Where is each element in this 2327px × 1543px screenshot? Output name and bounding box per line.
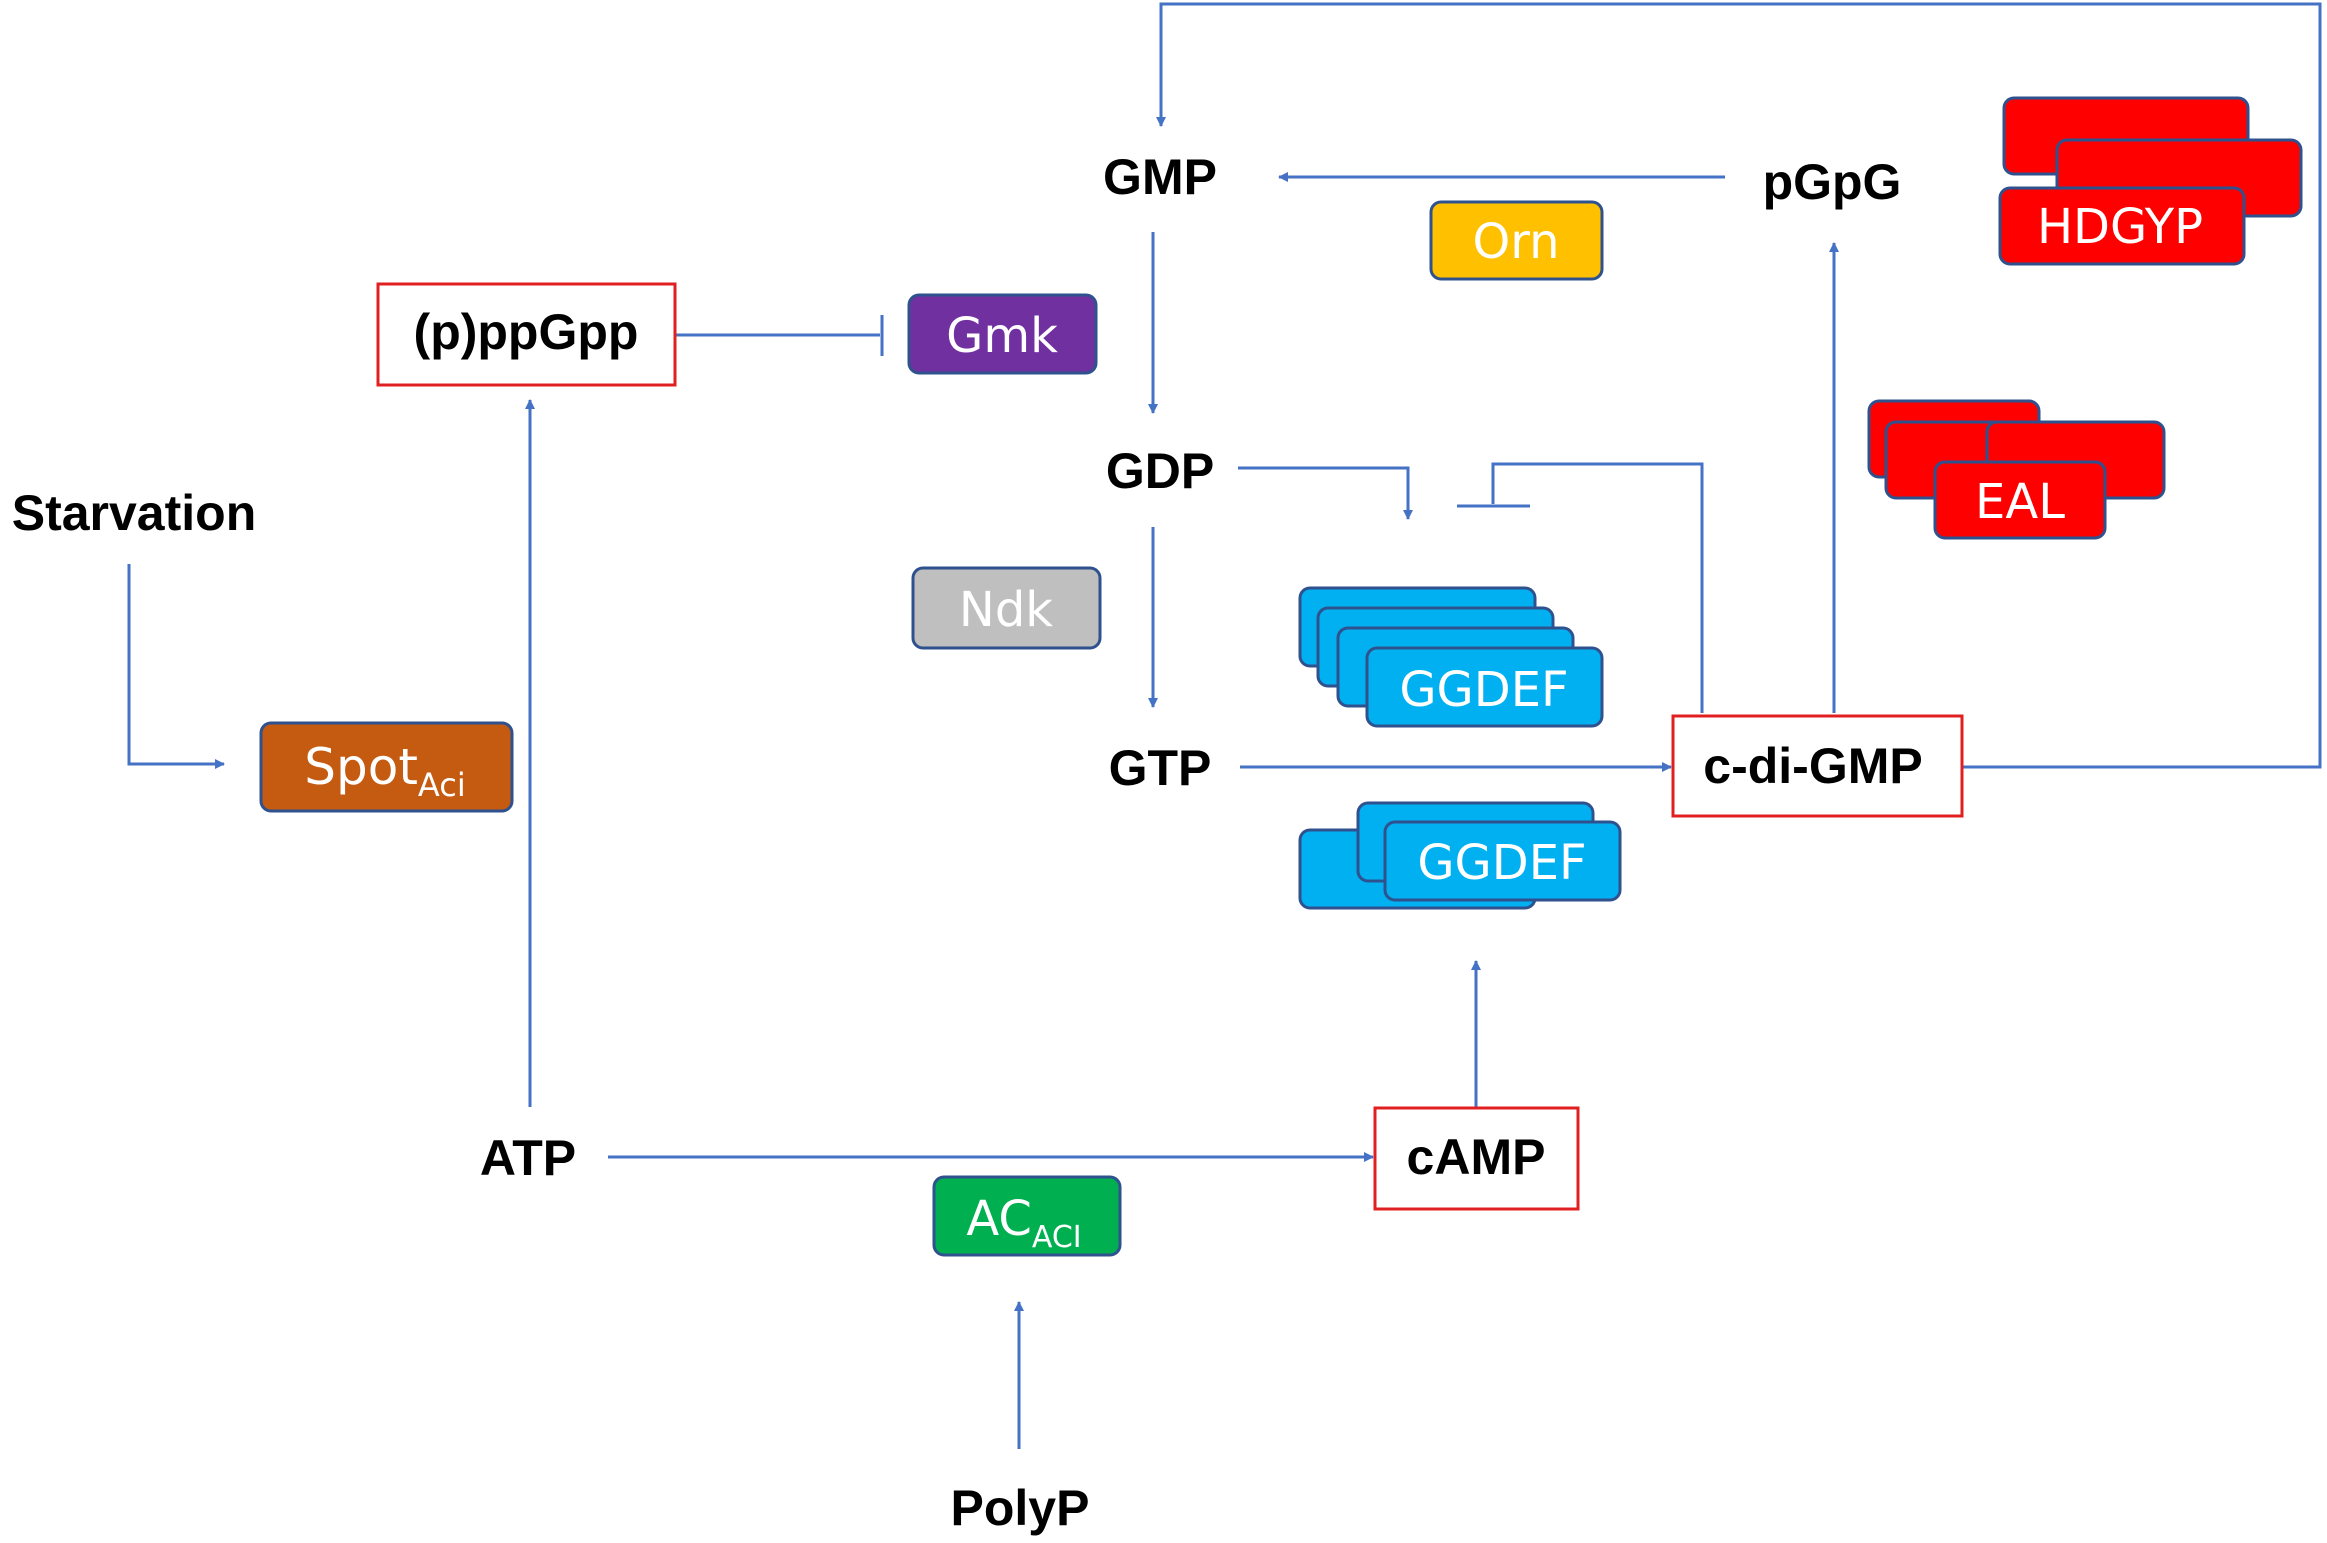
hdgyp-enzyme-label: HDGYP <box>2037 199 2203 255</box>
ggdef-enzyme-label: GGDEF <box>1417 835 1586 891</box>
gdp-label: GDP <box>1106 443 1214 499</box>
ndk-enzyme-label: Ndk <box>959 582 1053 638</box>
spot-base-text: Spot <box>304 738 418 796</box>
gtp-label: GTP <box>1109 740 1212 796</box>
atp-label: ATP <box>480 1130 576 1186</box>
starvation-label: Starvation <box>12 485 257 541</box>
arrow-starvation-to-spot <box>127 564 225 769</box>
ggdef-enzyme-box <box>1365 646 1604 728</box>
hdgyp-enzyme-box <box>1998 186 2246 266</box>
gmk-enzyme-box <box>907 293 1098 375</box>
cdigmp-box <box>1671 714 1964 818</box>
gmk-enzyme-label: Gmk <box>946 308 1058 364</box>
ac-aci-enzyme-box <box>932 1175 1122 1257</box>
gmp-label: GMP <box>1103 149 1217 205</box>
ppgpp-label: (p)ppGpp <box>414 304 639 360</box>
orn-enzyme-label: Orn <box>1472 214 1559 270</box>
cdigmp-label: c-di-GMP <box>1703 738 1922 794</box>
camp-label: cAMP <box>1407 1129 1546 1185</box>
ac-subscript-text: ACI <box>1032 1220 1082 1255</box>
orn-enzyme-box <box>1429 200 1604 281</box>
arrow-cdigmp-feedback-to-gmp <box>1156 2 2322 769</box>
eal-enzyme-box <box>1933 460 2107 540</box>
ac-aci-enzyme-label: ACACI <box>966 1191 1081 1255</box>
inhibition-cdigmp-to-gdp <box>1491 462 1704 713</box>
pgpg-label: pGpG <box>1763 154 1902 210</box>
ndk-enzyme-box <box>911 566 1102 650</box>
eal-enzyme-label: EAL <box>1975 474 2065 530</box>
ppgpp-box <box>376 282 677 387</box>
ac-base-text: AC <box>966 1191 1032 1247</box>
spot-subscript-text: Aci <box>418 766 466 804</box>
spot-aci-enzyme-label: SpotAci <box>304 738 465 804</box>
polyp-label: PolyP <box>951 1480 1090 1536</box>
arrow-gdp-branch <box>1238 466 1413 520</box>
camp-box <box>1373 1106 1580 1211</box>
spot-aci-enzyme-box <box>259 721 514 813</box>
ggdef-enzyme-box <box>1383 820 1622 902</box>
ggdef-enzyme-label: GGDEF <box>1399 662 1568 718</box>
